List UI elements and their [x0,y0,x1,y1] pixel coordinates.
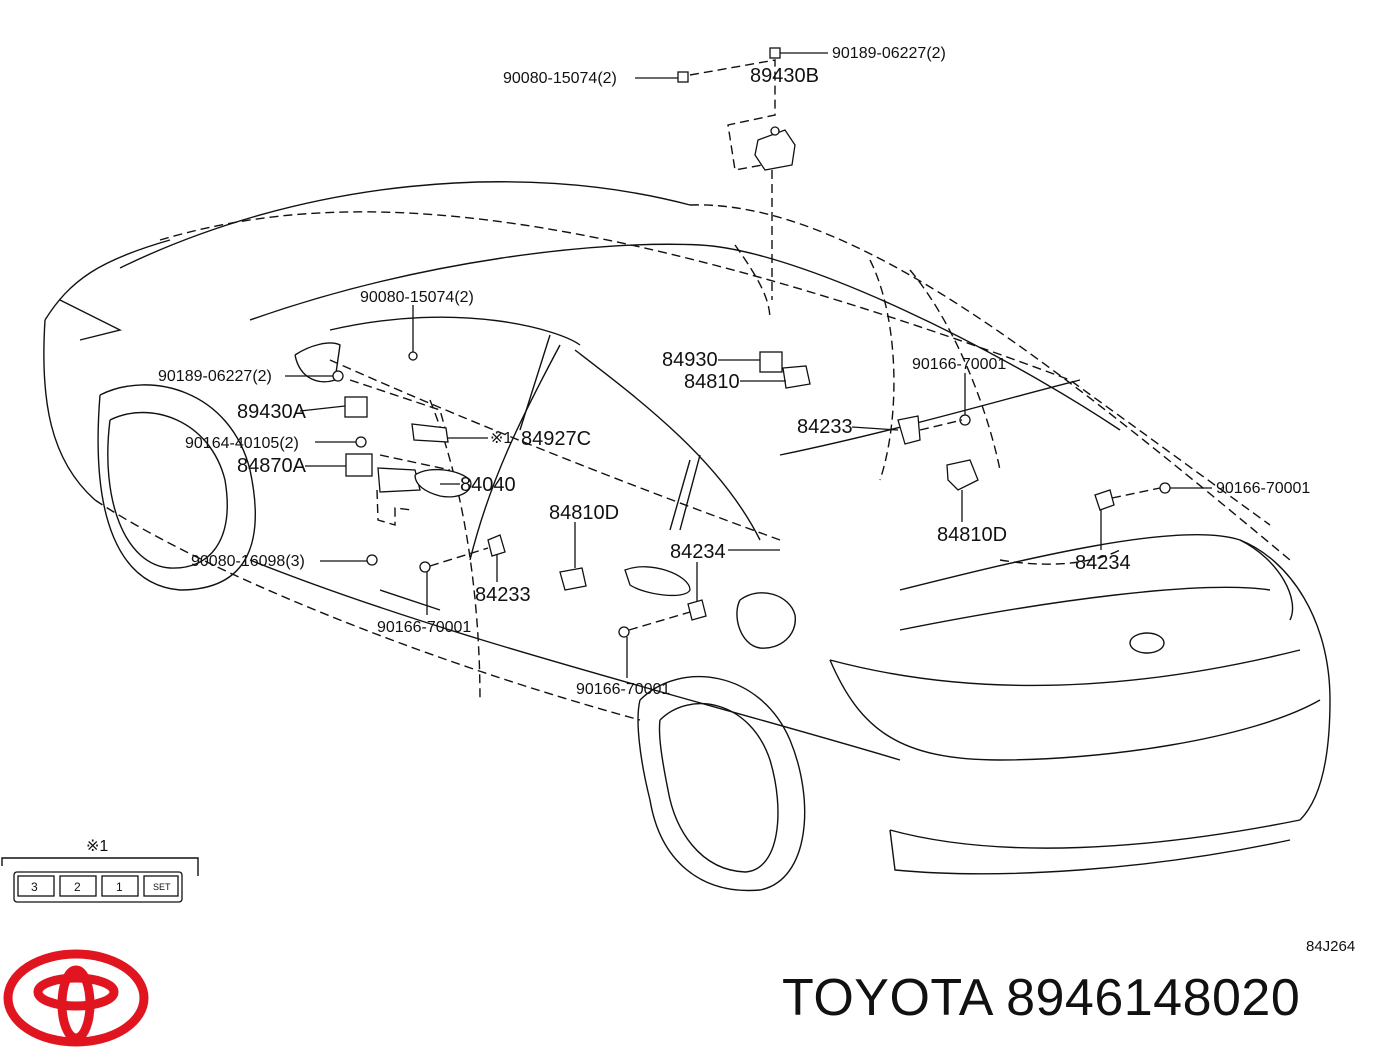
label-switch-84233-front: 84233 [475,584,531,606]
left-assembly [332,351,472,566]
label-sensor-a: 89430A [237,401,307,423]
toyota-logo [3,949,149,1047]
label-switch-84234-rear: 84234 [1075,552,1131,574]
label-switch-d-rear: 84810D [937,524,1007,546]
label-switch-main: 84040 [460,474,516,496]
sensor-89430b-assembly [677,47,796,300]
label-bolt-mid: 90080-15074(2) [360,289,474,306]
legend-button-set: SET [153,882,171,892]
label-switch-d-front: 84810D [549,502,619,524]
label-switch-c: 84927C [521,428,591,450]
legend-button-1: 1 [116,880,123,894]
legend-button-3: 3 [31,880,38,894]
car-outline [43,181,1331,892]
label-screw-front-door: 90166-70001 [377,619,471,636]
label-screw-rear-top: 90166-70001 [912,356,1006,373]
label-bolt-bottom-left: 90080-16098(3) [191,553,305,570]
part-labels: 90189-06227(2) 90080-15074(2) 89430B 900… [158,45,1310,698]
label-switch-84233-rear: 84233 [797,416,853,438]
label-sensor-b: 89430B [750,65,819,87]
legend-title: ※1 [86,838,108,855]
label-bolt-left: 90189-06227(2) [158,368,272,385]
label-switch-a: 84870A [237,455,307,477]
door-parts [419,351,1171,638]
label-bolt-a: 90164-40105(2) [185,435,299,452]
legend-button-2: 2 [74,880,81,894]
brand-part-number: TOYOTA 8946148020 [782,969,1301,1027]
label-switch-84810: 84810 [684,371,740,393]
switch-legend: ※1 3 2 1 SET [1,838,199,903]
label-bolt-top-right: 90189-06227(2) [832,45,946,62]
label-screw-right: 90166-70001 [1216,480,1310,497]
label-switch-84234-front: 84234 [670,541,726,563]
label-switch-84930: 84930 [662,349,718,371]
label-note-ref: ※1 [490,430,512,447]
leader-lines [285,52,1212,678]
label-bolt-top-left: 90080-15074(2) [503,70,617,87]
diagram-code: 84J264 [1306,938,1356,955]
label-screw-rear-door: 90166-70001 [576,681,670,698]
